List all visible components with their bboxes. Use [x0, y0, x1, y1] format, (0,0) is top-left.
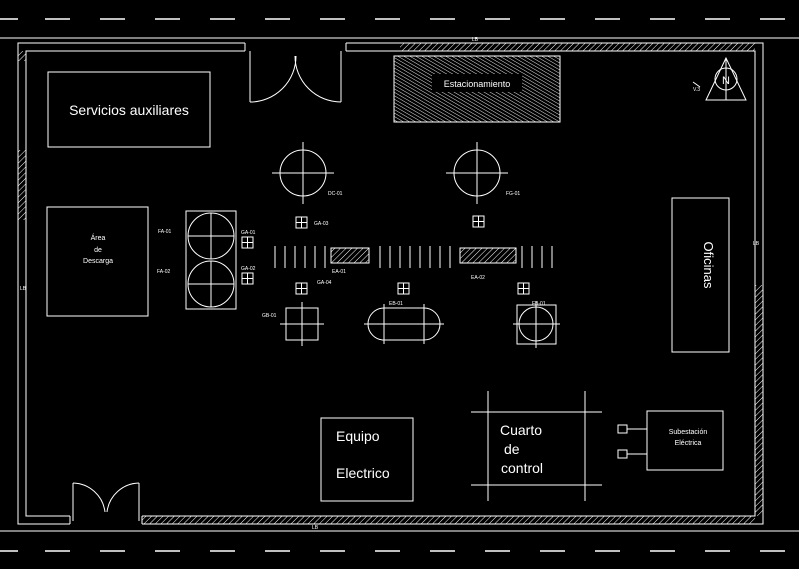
area-oficinas [671, 197, 730, 353]
compressor-gb-01-icon [280, 302, 324, 346]
label-equipo-2: Electrico [336, 465, 390, 481]
boundary-mark-left: LB [20, 286, 27, 292]
boundary-mark-top: LB [472, 37, 479, 43]
area-equipo-electrico [320, 417, 414, 502]
boundary-mark-right: LB [753, 241, 760, 247]
tag-ga-02: GA-02 [241, 266, 256, 272]
north-arrow-icon [705, 56, 747, 101]
north-letter: N [722, 75, 730, 87]
label-subestacion-1: Subestación [669, 429, 708, 436]
transformer-icons [617, 424, 647, 459]
label-subestacion-2: Eléctrica [675, 440, 702, 447]
area-descarga [46, 206, 149, 317]
label-cuarto-2: de [504, 441, 520, 457]
label-cuarto-3: control [501, 460, 543, 476]
tag-ga-03: GA-03 [314, 221, 329, 227]
exchanger-ea-02-icon [459, 247, 517, 264]
pump-ga-04-icon [295, 282, 308, 295]
tag-fb-01: FB-01 [532, 301, 546, 307]
label-servicios-auxiliares: Servicios auxiliares [69, 102, 189, 118]
pump-ga-02-icon [241, 272, 254, 285]
vessel-fb-01-icon [513, 301, 560, 348]
pump-fb-feed-icon [517, 282, 530, 295]
tag-eb-01: EB-01 [389, 301, 403, 307]
area-cuarto-control [471, 391, 602, 501]
tag-ea-01: EA-01 [332, 269, 346, 275]
pump-ga-01-icon [241, 236, 254, 249]
label-equipo-1: Equipo [336, 428, 380, 444]
tag-gb-01: GB-01 [262, 313, 277, 319]
exchanger-ea-01-icon [330, 247, 370, 264]
exchanger-eb-01-icon [364, 304, 444, 344]
pump-fg-feed-icon [472, 215, 485, 228]
tag-dc-01: DC-01 [328, 191, 343, 197]
pump-eb-feed-icon [397, 282, 410, 295]
label-oficinas: Oficinas [701, 242, 716, 289]
tag-fa-02: FA-02 [157, 269, 171, 275]
wall-hatch-left-top [18, 51, 26, 61]
tag-ea-02: EA-02 [471, 275, 485, 281]
wall-hatch-right [755, 285, 763, 516]
wall-hatch-left [18, 150, 26, 220]
vessel-dc-01-icon [272, 142, 334, 204]
tank-fa-02-icon [187, 260, 235, 308]
area-subestacion [646, 410, 724, 471]
tag-ga-04: GA-04 [317, 280, 332, 286]
vessel-fg-01-icon [446, 142, 508, 204]
door-bottom [72, 482, 140, 521]
label-estacionamiento: Estacionamiento [444, 79, 511, 89]
tag-fa-01: FA-01 [158, 229, 172, 235]
equipment-fa-frame [185, 210, 237, 310]
area-servicios-auxiliares [47, 71, 211, 148]
north-label: V.3 [693, 87, 700, 93]
tank-fa-01-icon [187, 212, 235, 260]
label-cuarto-1: Cuarto [500, 422, 542, 438]
label-descarga-1: Área [91, 233, 106, 242]
label-descarga-3: Descarga [83, 258, 113, 265]
tag-fg-01: FG-01 [506, 191, 520, 197]
label-descarga-2: de [94, 247, 102, 254]
boundary-mark-bottom: LB [312, 525, 319, 531]
pump-ga-03-icon [295, 216, 308, 229]
door-top [249, 51, 342, 103]
wall-hatch-top [400, 43, 755, 51]
wall-hatch-bottom [142, 516, 755, 524]
pipe-rack [274, 246, 553, 268]
tag-ga-01: GA-01 [241, 230, 256, 236]
